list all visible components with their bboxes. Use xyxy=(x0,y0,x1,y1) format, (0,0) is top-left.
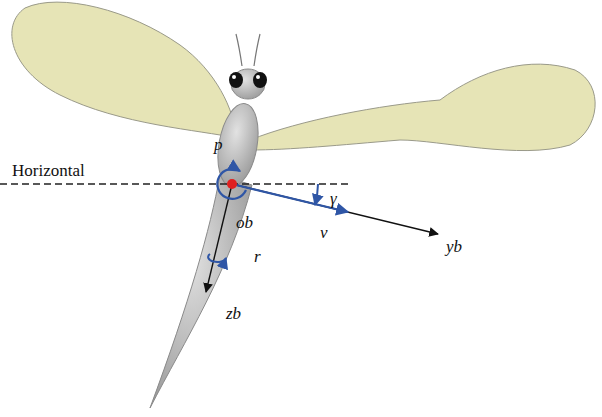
abdomen xyxy=(150,175,252,408)
rate-label: p xyxy=(214,136,223,153)
axis-label: zb xyxy=(226,305,241,322)
reference-label: Horizontal xyxy=(12,162,85,179)
antenna xyxy=(236,34,260,66)
yaw-rotation xyxy=(208,254,226,262)
rate-label: r xyxy=(254,248,261,265)
z-axis xyxy=(206,184,232,292)
right-wing xyxy=(250,64,595,150)
eye-glint xyxy=(232,75,236,79)
horizontal-line xyxy=(0,183,350,184)
left-wing xyxy=(12,2,236,138)
axis-label: yb xyxy=(446,238,462,255)
eye xyxy=(253,72,267,88)
origin-label: ob xyxy=(236,214,253,231)
vector-label: v xyxy=(320,224,328,241)
velocity-vector xyxy=(232,184,348,212)
eye xyxy=(229,72,243,88)
y-axis xyxy=(232,184,438,234)
angle-label: γ xyxy=(330,190,337,207)
roll-rotation xyxy=(217,169,246,199)
eye-glint xyxy=(256,75,260,79)
angle-arc xyxy=(315,184,318,205)
origin-dot xyxy=(227,179,237,189)
